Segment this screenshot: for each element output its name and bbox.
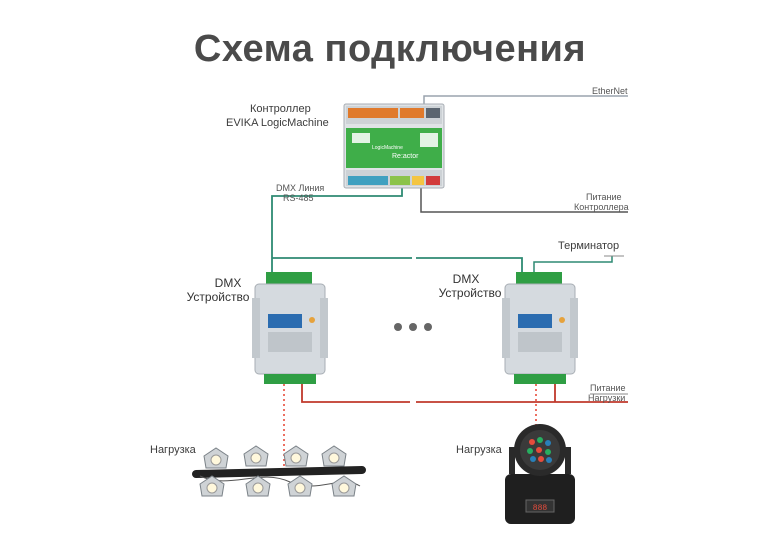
dmx-line-label-1: DMX Линия: [276, 183, 325, 193]
spotlight: [287, 475, 313, 497]
dmx-device-right-label-2: Устройство: [438, 286, 502, 300]
spotlight: [203, 447, 229, 469]
spotlight: [245, 475, 271, 497]
controller-label-line1: Контроллер: [250, 103, 311, 115]
dmx-device-right: [502, 272, 578, 384]
led-spotlight-group: [192, 445, 366, 497]
controller-power-wire: [420, 188, 628, 213]
dmx-device-left-label-1: DMX: [214, 276, 242, 290]
dmx-line-label-2: RS-485: [283, 193, 314, 203]
page-title: Схема подключения: [193, 28, 587, 70]
load-power-label-1: Питание: [590, 383, 626, 393]
dmx-bus-wire: [271, 188, 403, 276]
ellipsis-dot: [409, 323, 417, 331]
dmx-device-right-label-1: DMX: [452, 272, 480, 286]
controller-power-label-2: Контроллера: [574, 202, 629, 212]
dmx-bus-right: [416, 257, 523, 276]
load-right-label: Нагрузка: [456, 444, 502, 456]
ethernet-wire: [423, 95, 628, 104]
ellipsis-dot: [394, 323, 402, 331]
ellipsis-dot: [424, 323, 432, 331]
dmx-bus-terminator: [533, 256, 613, 276]
spotlight: [321, 445, 347, 467]
spotlight: [331, 475, 357, 497]
controller-label-line2: EVIKA LogicMachine: [226, 117, 329, 129]
controller-screen-text-1: LogicMachine: [372, 145, 403, 151]
load-power-wire-left: [301, 380, 410, 403]
dmx-device-left: [252, 272, 328, 384]
controller-screen-text-2: Re:actor: [392, 153, 419, 160]
moving-head-light: 888: [505, 424, 575, 524]
spotlight: [283, 445, 309, 467]
spotlight: [243, 445, 269, 467]
controller-power-label-1: Питание: [586, 192, 622, 202]
dmx-device-left-label-2: Устройство: [186, 290, 250, 304]
load-power-label-2: Нагрузки: [588, 393, 626, 403]
controller-device: LogicMachine Re:actor: [343, 103, 445, 189]
ethernet-label: EtherNet: [592, 86, 628, 96]
load-left-label: Нагрузка: [150, 444, 196, 456]
terminator-label: Терминатор: [558, 240, 620, 252]
svg-text:888: 888: [533, 504, 548, 513]
spotlight: [199, 475, 225, 497]
